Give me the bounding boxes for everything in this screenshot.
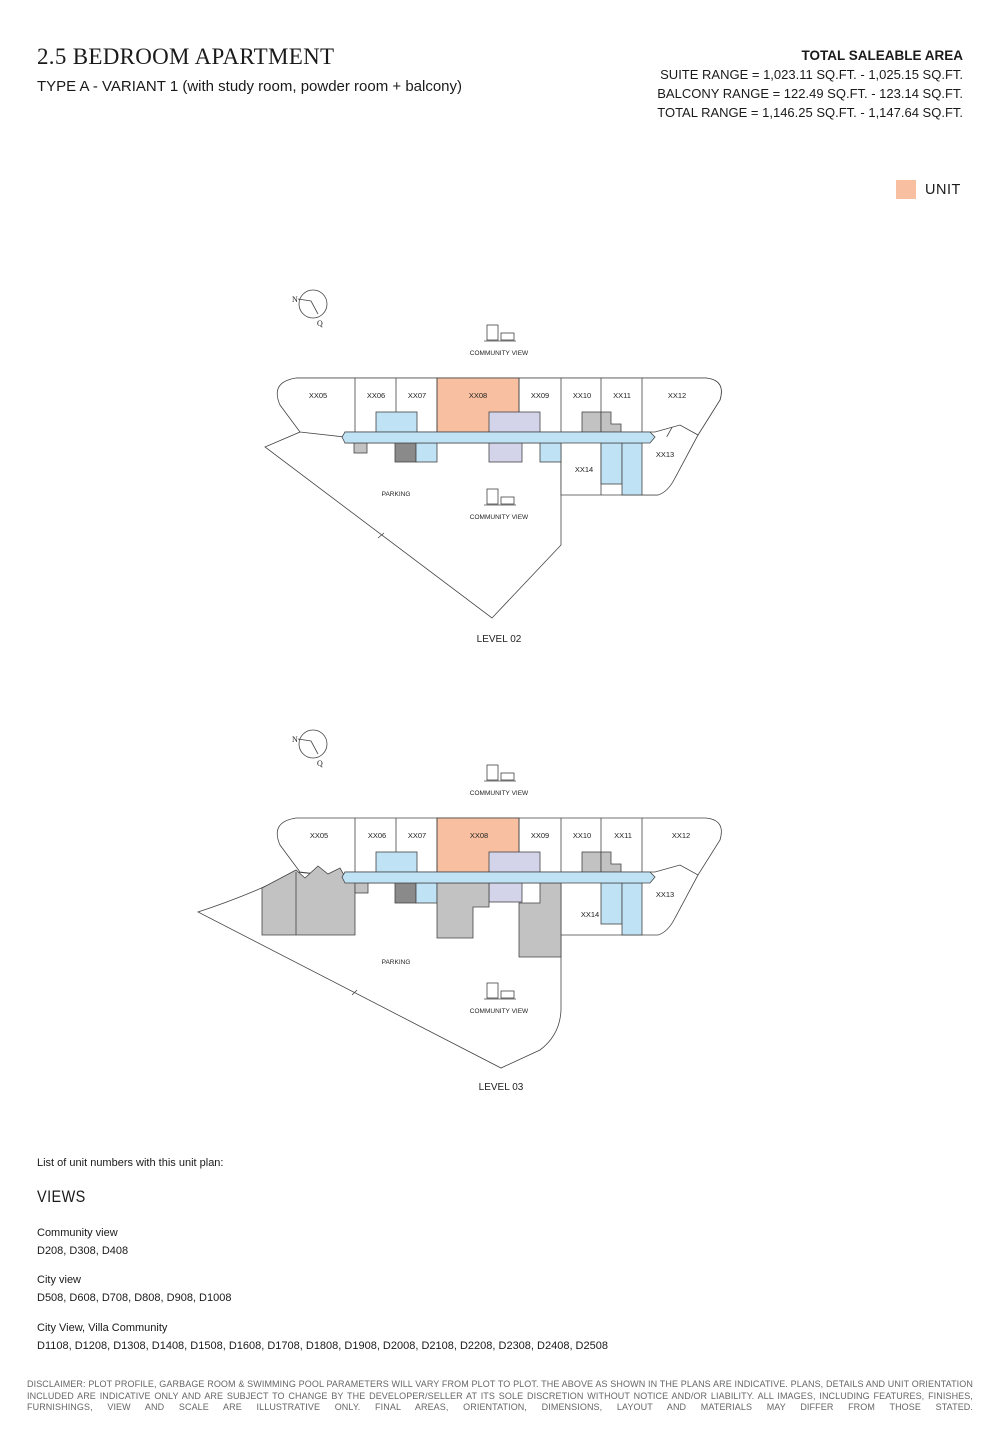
page-title: 2.5 BEDROOM APARTMENT — [37, 44, 335, 69]
svg-text:Q: Q — [317, 759, 323, 768]
view-group-city: City view D508, D608, D708, D808, D908, … — [37, 1271, 231, 1307]
svg-text:XX10: XX10 — [573, 391, 591, 400]
community-view-icon — [484, 982, 516, 1000]
view-group-units: D1108, D1208, D1308, D1408, D1508, D1608… — [37, 1340, 608, 1352]
corridor — [341, 871, 656, 884]
svg-text:XX06: XX06 — [368, 831, 386, 840]
svg-text:XX09: XX09 — [531, 391, 549, 400]
svg-text:XX11: XX11 — [613, 391, 631, 400]
svg-text:XX08: XX08 — [470, 831, 488, 840]
view-group-units: D508, D608, D708, D808, D908, D1008 — [37, 1292, 232, 1304]
svg-text:N: N — [292, 735, 298, 744]
saleable-area: TOTAL SALEABLE AREA SUITE RANGE = 1,023.… — [657, 46, 963, 122]
view-group-city-villa: City View, Villa Community D1108, D1208,… — [37, 1319, 608, 1355]
level-02-plan: N Q — [264, 289, 722, 619]
svg-text:XX08: XX08 — [469, 391, 487, 400]
legend: UNIT — [896, 180, 961, 199]
view-group-units: D208, D308, D408 — [37, 1245, 129, 1257]
community-view-icon — [484, 324, 516, 342]
svg-text:XX07: XX07 — [408, 831, 426, 840]
svg-text:PARKING: PARKING — [382, 959, 411, 966]
page-subtitle: TYPE A - VARIANT 1 (with study room, pow… — [37, 78, 463, 95]
compass-icon: N Q — [292, 729, 328, 768]
svg-text:COMMUNITY VIEW: COMMUNITY VIEW — [470, 514, 529, 521]
svg-text:XX12: XX12 — [668, 391, 686, 400]
unit-list-intro: List of unit numbers with this unit plan… — [37, 1157, 224, 1169]
svg-text:XX12: XX12 — [672, 831, 690, 840]
svg-text:XX05: XX05 — [309, 391, 327, 400]
svg-text:COMMUNITY VIEW: COMMUNITY VIEW — [470, 790, 529, 797]
community-view-icon — [484, 764, 516, 782]
svg-text:COMMUNITY VIEW: COMMUNITY VIEW — [470, 1008, 529, 1015]
view-group-name: City View, Villa Community — [37, 1322, 168, 1334]
compass-icon: N Q — [292, 289, 328, 328]
disclaimer: DISCLAIMER: PLOT PROFILE, GARBAGE ROOM &… — [27, 1379, 973, 1412]
community-view-icon — [484, 488, 516, 506]
view-group-community: Community view D208, D308, D408 — [37, 1224, 128, 1260]
legend-label: UNIT — [925, 181, 961, 198]
svg-text:XX14: XX14 — [581, 910, 599, 919]
corridor — [341, 431, 656, 444]
svg-text:COMMUNITY VIEW: COMMUNITY VIEW — [470, 350, 529, 357]
svg-text:XX05: XX05 — [310, 831, 328, 840]
suite-range: SUITE RANGE = 1,023.11 SQ.FT. - 1,025.15… — [660, 67, 963, 82]
svg-text:PARKING: PARKING — [382, 491, 411, 498]
svg-text:Q: Q — [317, 319, 323, 328]
svg-text:XX09: XX09 — [531, 831, 549, 840]
area-heading: TOTAL SALEABLE AREA — [801, 48, 963, 63]
svg-text:XX13: XX13 — [656, 890, 674, 899]
total-range: TOTAL RANGE = 1,146.25 SQ.FT. - 1,147.64… — [657, 105, 963, 120]
unit-swatch — [896, 180, 916, 199]
view-group-name: City view — [37, 1274, 82, 1286]
svg-text:LEVEL 02: LEVEL 02 — [477, 634, 522, 645]
svg-text:XX13: XX13 — [656, 450, 674, 459]
svg-text:XX07: XX07 — [408, 391, 426, 400]
svg-text:XX14: XX14 — [575, 465, 593, 474]
views-heading: VIEWS — [37, 1187, 86, 1206]
svg-text:XX10: XX10 — [573, 831, 591, 840]
level-03-plan: N Q — [196, 729, 722, 1069]
svg-text:XX06: XX06 — [367, 391, 385, 400]
svg-text:LEVEL 03: LEVEL 03 — [479, 1082, 524, 1093]
svg-text:XX11: XX11 — [614, 831, 632, 840]
view-group-name: Community view — [37, 1227, 118, 1239]
svg-text:N: N — [292, 295, 298, 304]
balcony-range: BALCONY RANGE = 122.49 SQ.FT. - 123.14 S… — [657, 86, 963, 101]
